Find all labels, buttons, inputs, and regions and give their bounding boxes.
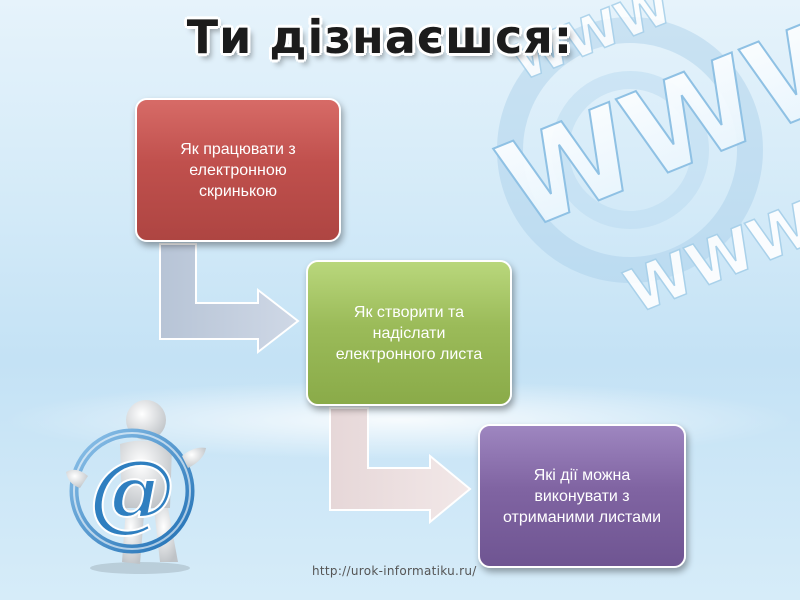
bent-arrow-1 <box>159 243 300 355</box>
www-globe-illustration: WWW WWW WWW <box>480 0 800 320</box>
slide-title: Ти дізнаєшся: <box>186 10 574 64</box>
bent-arrow-2 <box>329 407 472 525</box>
step-box-1: Як працювати з електронною скринькою <box>135 98 341 242</box>
step-box-2: Як створити та надіслати електронного ли… <box>306 260 512 406</box>
mascot-at-sign-illustration: @ <box>66 400 206 574</box>
source-url[interactable]: http://urok-informatiku.ru/ <box>312 564 477 578</box>
at-sign-symbol: @ <box>89 441 175 542</box>
step-box-3: Які дії можна виконувати з отриманими ли… <box>478 424 686 568</box>
